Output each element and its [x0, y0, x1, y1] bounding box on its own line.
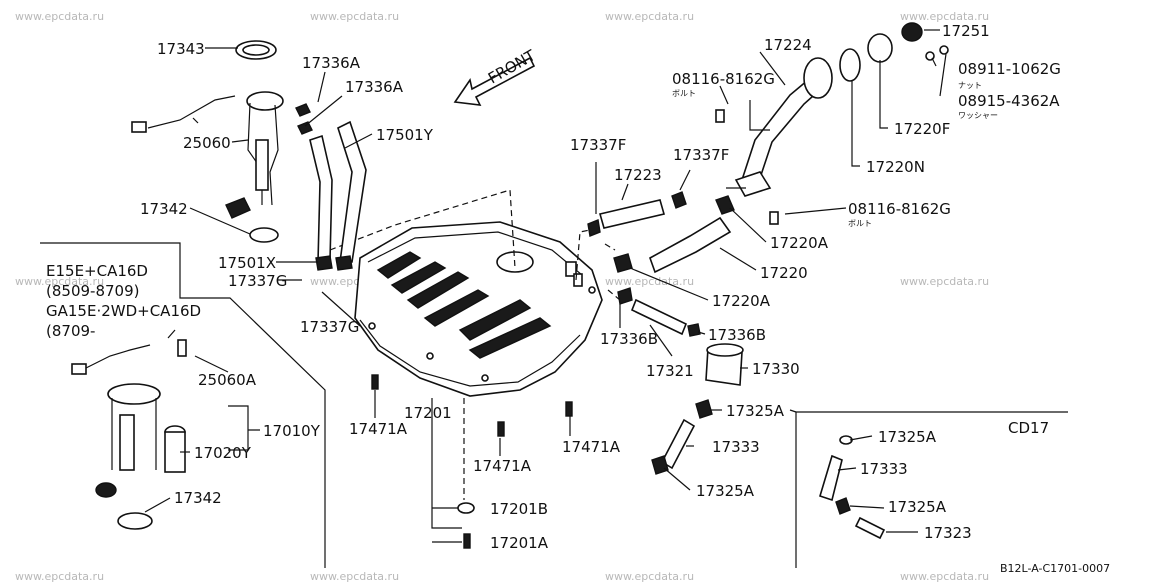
part-label: 08116-8162G	[848, 200, 951, 218]
evap-canister	[651, 343, 744, 475]
engine-notes: E15E+CA16D (8509-8709) GA15E·2WD+CA16D (…	[40, 242, 326, 568]
engine-note: GA15E·2WD+CA16D	[46, 302, 201, 320]
part-label: 17342	[174, 489, 222, 507]
part-label: 17325A	[888, 498, 947, 516]
part-label: 17224	[764, 36, 812, 54]
watermark: www.epcdata.ru	[15, 275, 104, 288]
filler-tube	[715, 22, 949, 225]
part-label: 17251	[942, 22, 990, 40]
part-label: 17220A	[770, 234, 829, 252]
engine-note: E15E+CA16D	[46, 262, 148, 280]
part-label: 17201A	[490, 534, 549, 552]
watermark-layer: www.epcdata.ru www.epcdata.ru www.epcdat…	[15, 10, 989, 583]
fuel-tank	[354, 221, 603, 397]
part-label: 17220	[760, 264, 808, 282]
part-label: 17337G	[300, 318, 359, 336]
part-label: 17337G	[228, 272, 287, 290]
watermark: www.epcdata.ru	[310, 10, 399, 23]
part-label: 17325A	[726, 402, 785, 420]
nut-note: ナット	[958, 81, 982, 90]
front-arrow: FRONT	[453, 46, 539, 106]
part-label: 17333	[860, 460, 908, 478]
engine-note: (8509-8709)	[46, 282, 139, 300]
watermark: www.epcdata.ru	[900, 275, 989, 288]
part-label: 17336B	[708, 326, 766, 344]
watermark: www.epcdata.ru	[605, 570, 694, 583]
part-labels: 17343 17336A 17336A 17501Y 25060 17342 1…	[140, 22, 1061, 552]
part-label: 17010Y	[263, 422, 321, 440]
part-label: 17342	[140, 200, 188, 218]
watermark: www.epcdata.ru	[605, 275, 694, 288]
engine-note: (8709-	[46, 322, 95, 340]
part-label: 17325A	[696, 482, 755, 500]
part-label: 17220F	[894, 120, 950, 138]
watermark: www.epcdata.ru	[310, 570, 399, 583]
watermark: www.epcdata.ru	[900, 10, 989, 23]
vent-hoses	[587, 191, 735, 337]
part-label: 17501X	[218, 254, 276, 272]
part-label: 17337F	[673, 146, 729, 164]
fuel-pump-assembly	[71, 339, 187, 530]
part-label: 17336A	[345, 78, 404, 96]
part-label: 17325A	[878, 428, 937, 446]
watermark: www.epcdata.ru	[900, 570, 989, 583]
part-label: 17220A	[712, 292, 771, 310]
part-label: 17201B	[490, 500, 548, 518]
part-label: 08915-4362A	[958, 92, 1060, 110]
part-label: 08116-8162G	[672, 70, 775, 88]
leader-lines	[144, 29, 947, 543]
bolt-note: ボルト	[848, 219, 872, 228]
part-label: 17471A	[473, 457, 532, 475]
part-label: 17020Y	[194, 444, 252, 462]
part-label: 17321	[646, 362, 694, 380]
part-label: 17343	[157, 40, 205, 58]
diagram-code: B12L-A-C1701-0007	[1000, 562, 1110, 575]
fuel-sender-unit-upper	[131, 40, 313, 243]
watermark: www.epcdata.ru	[605, 10, 694, 23]
part-label: 17337F	[570, 136, 626, 154]
part-label: 17336A	[302, 54, 361, 72]
part-label: 17333	[712, 438, 760, 456]
part-label: 17323	[924, 524, 972, 542]
part-label: 17471A	[349, 420, 408, 438]
bolt-note: ボルト	[672, 89, 696, 98]
part-label: 17336B	[600, 330, 658, 348]
part-label: 17471A	[562, 438, 621, 456]
part-label: 17501Y	[376, 126, 434, 144]
washer-note: ワッシャー	[958, 111, 998, 120]
part-label: 17201	[404, 404, 452, 422]
part-label: 25060	[183, 134, 231, 152]
part-label: 08911-1062G	[958, 60, 1061, 78]
hose-17501	[309, 120, 367, 271]
watermark: www.epcdata.ru	[15, 10, 104, 23]
part-label: 17220N	[866, 158, 925, 176]
cd17-variant-box: CD17	[795, 411, 1068, 568]
watermark: www.epcdata.ru	[15, 570, 104, 583]
part-label: 17330	[752, 360, 800, 378]
part-label: 17223	[614, 166, 662, 184]
variant-box-label: CD17	[1008, 419, 1049, 437]
part-label: 25060A	[198, 371, 257, 389]
bolts	[371, 374, 573, 549]
